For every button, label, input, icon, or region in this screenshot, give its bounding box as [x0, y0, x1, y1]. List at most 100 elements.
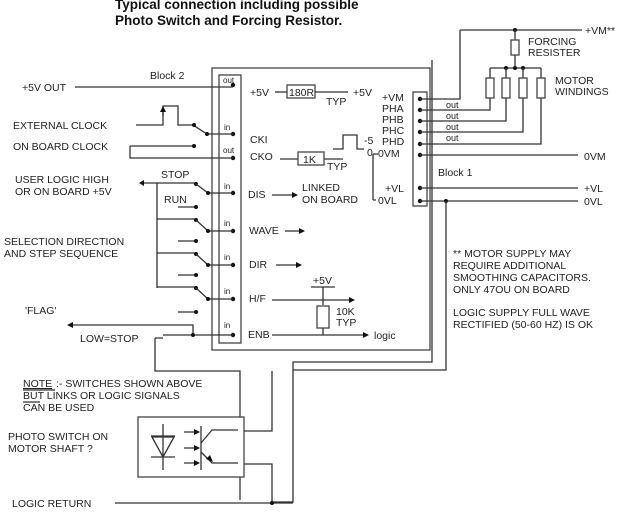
tag-in: in — [224, 219, 230, 228]
label-user-logic-1: USER LOGIC HIGH — [15, 174, 109, 186]
label-run: RUN — [164, 194, 187, 206]
pin-pha: PHA — [382, 103, 404, 115]
label-plus-vl: +VL — [584, 183, 603, 195]
label-0vl: 0VL — [584, 196, 603, 208]
pin-cki: CKI — [250, 134, 268, 146]
tag-out-pha: out — [446, 100, 459, 110]
photodiode-icon — [150, 424, 176, 470]
tag-out-phb: out — [446, 111, 459, 121]
label-zero: 0 — [367, 147, 373, 159]
note-switch-2: BUT LINKS OR LOGIC SIGNALS — [23, 390, 180, 402]
flag-arrow-icon — [67, 322, 73, 328]
wire-ovm-ovl-link — [372, 153, 378, 201]
wave-arrow-icon — [299, 228, 305, 234]
note-logic-1: LOGIC SUPPLY FULL WAVE — [453, 307, 590, 319]
tag-in: in — [224, 321, 230, 330]
tag-out-phd: out — [446, 133, 459, 143]
pin-phb: PHB — [382, 114, 404, 126]
label-photo-switch-1: PHOTO SWITCH ON — [8, 431, 108, 443]
title-line-2: Photo Switch and Forcing Resistor. — [115, 13, 342, 28]
hf-arrow-icon — [349, 297, 355, 303]
pin-enb: ENB — [248, 329, 270, 341]
forcing-resistor — [510, 39, 520, 56]
pin-cko: CKO — [250, 151, 273, 163]
block2-tags: out in out in in in in in — [223, 76, 235, 330]
label-motor-1: MOTOR — [555, 75, 594, 87]
label-0vm: 0VM — [584, 151, 606, 163]
label-5v-out: +5V OUT — [22, 82, 67, 94]
label-forcing-1: FORCING — [528, 36, 576, 48]
wire-photo-out — [244, 371, 273, 432]
clock-arrow-icon — [160, 106, 166, 112]
label-photo-switch-2: MOTOR SHAFT ? — [8, 443, 93, 455]
controller-board — [211, 67, 431, 351]
pin-dis: DIS — [248, 189, 266, 201]
tag-in: in — [224, 123, 230, 132]
pin-wave: WAVE — [249, 225, 279, 237]
wire-logic-return-outer — [272, 60, 433, 503]
pin-plus5v: +5V — [250, 87, 269, 99]
wire-pullup-rail — [311, 286, 335, 305]
wire-enb — [155, 334, 233, 339]
label-logic: logic — [374, 330, 396, 342]
tag-out-phc: out — [446, 122, 459, 132]
label-external-clock: EXTERNAL CLOCK — [13, 120, 107, 132]
label-flag: 'FLAG' — [25, 305, 56, 317]
pin-hf: H/F — [249, 293, 266, 305]
note-logic-2: RECTIFIED (50-60 HZ) IS OK — [453, 319, 593, 331]
logic-high-arrow-icon — [139, 180, 144, 186]
label-stop: STOP — [161, 169, 189, 181]
label-10k: 10K — [336, 306, 355, 318]
label-onboard-clock: ON BOARD CLOCK — [13, 141, 108, 153]
pin-plus-vm: +VM — [382, 92, 404, 104]
label-low-stop: LOW=STOP — [80, 333, 138, 345]
label-plus5v-pullup: +5V — [313, 275, 332, 287]
wire-photo-return — [244, 463, 273, 502]
label-plus5v-internal: +5V — [353, 87, 372, 99]
wire-external-clock — [136, 105, 233, 135]
label-1k: 1K — [303, 154, 316, 166]
note-prefix: NOTE — [23, 378, 52, 390]
note-motor-4: ONLY 47OU ON BOARD — [453, 284, 570, 296]
note-switch-3: CAN BE USED — [23, 402, 95, 414]
pin-phc: PHC — [382, 125, 405, 137]
label-user-logic-2: OR ON BOARD +5V — [15, 186, 112, 198]
clock-pulse-symbol — [333, 134, 364, 150]
wire-enb-logic — [272, 328, 364, 336]
tag-out: out — [223, 76, 235, 85]
tag-in: in — [224, 253, 230, 262]
wire-0vl-down — [293, 201, 447, 371]
resistor-10k — [316, 305, 330, 329]
wire-vm-to-block — [420, 30, 461, 100]
tag-out: out — [223, 146, 235, 155]
dis-arrow-icon — [292, 192, 298, 198]
label-180r: 180R — [289, 87, 315, 99]
block2-connector — [218, 74, 242, 344]
pin-0vl: 0VL — [378, 195, 397, 207]
note-switch-1: :- SWITCHES SHOWN ABOVE — [56, 378, 202, 390]
label-typ-180r: TYP — [326, 96, 346, 108]
pin-0vm: 0VM — [378, 148, 400, 160]
note-underlines — [23, 389, 55, 403]
label-motor-2: WINDINGS — [555, 86, 609, 98]
tag-in: in — [224, 182, 230, 191]
tag-in: in — [224, 287, 230, 296]
motor-windings — [420, 68, 546, 145]
label-typ-1k: TYP — [327, 161, 347, 173]
pin-plus-vl: +VL — [385, 183, 404, 195]
photo-switch-box — [137, 416, 245, 478]
note-motor-1: ** MOTOR SUPPLY MAY — [453, 248, 571, 260]
title-line-1: Typical connection including possible — [115, 0, 359, 12]
label-linked-2: ON BOARD — [302, 194, 358, 206]
label-selection-1: SELECTION DIRECTION — [4, 236, 124, 248]
wire-flag — [70, 324, 194, 335]
logic-arrow-icon — [363, 332, 369, 338]
dir-arrow-icon — [296, 262, 302, 268]
label-typ-10k: TYP — [336, 317, 356, 329]
label-linked-1: LINKED — [302, 182, 340, 194]
label-vm-supply: +VM** — [585, 25, 615, 37]
pin-dir: DIR — [249, 259, 268, 271]
phototransistor-icon — [184, 426, 238, 470]
wire-cko-loop — [129, 146, 233, 159]
